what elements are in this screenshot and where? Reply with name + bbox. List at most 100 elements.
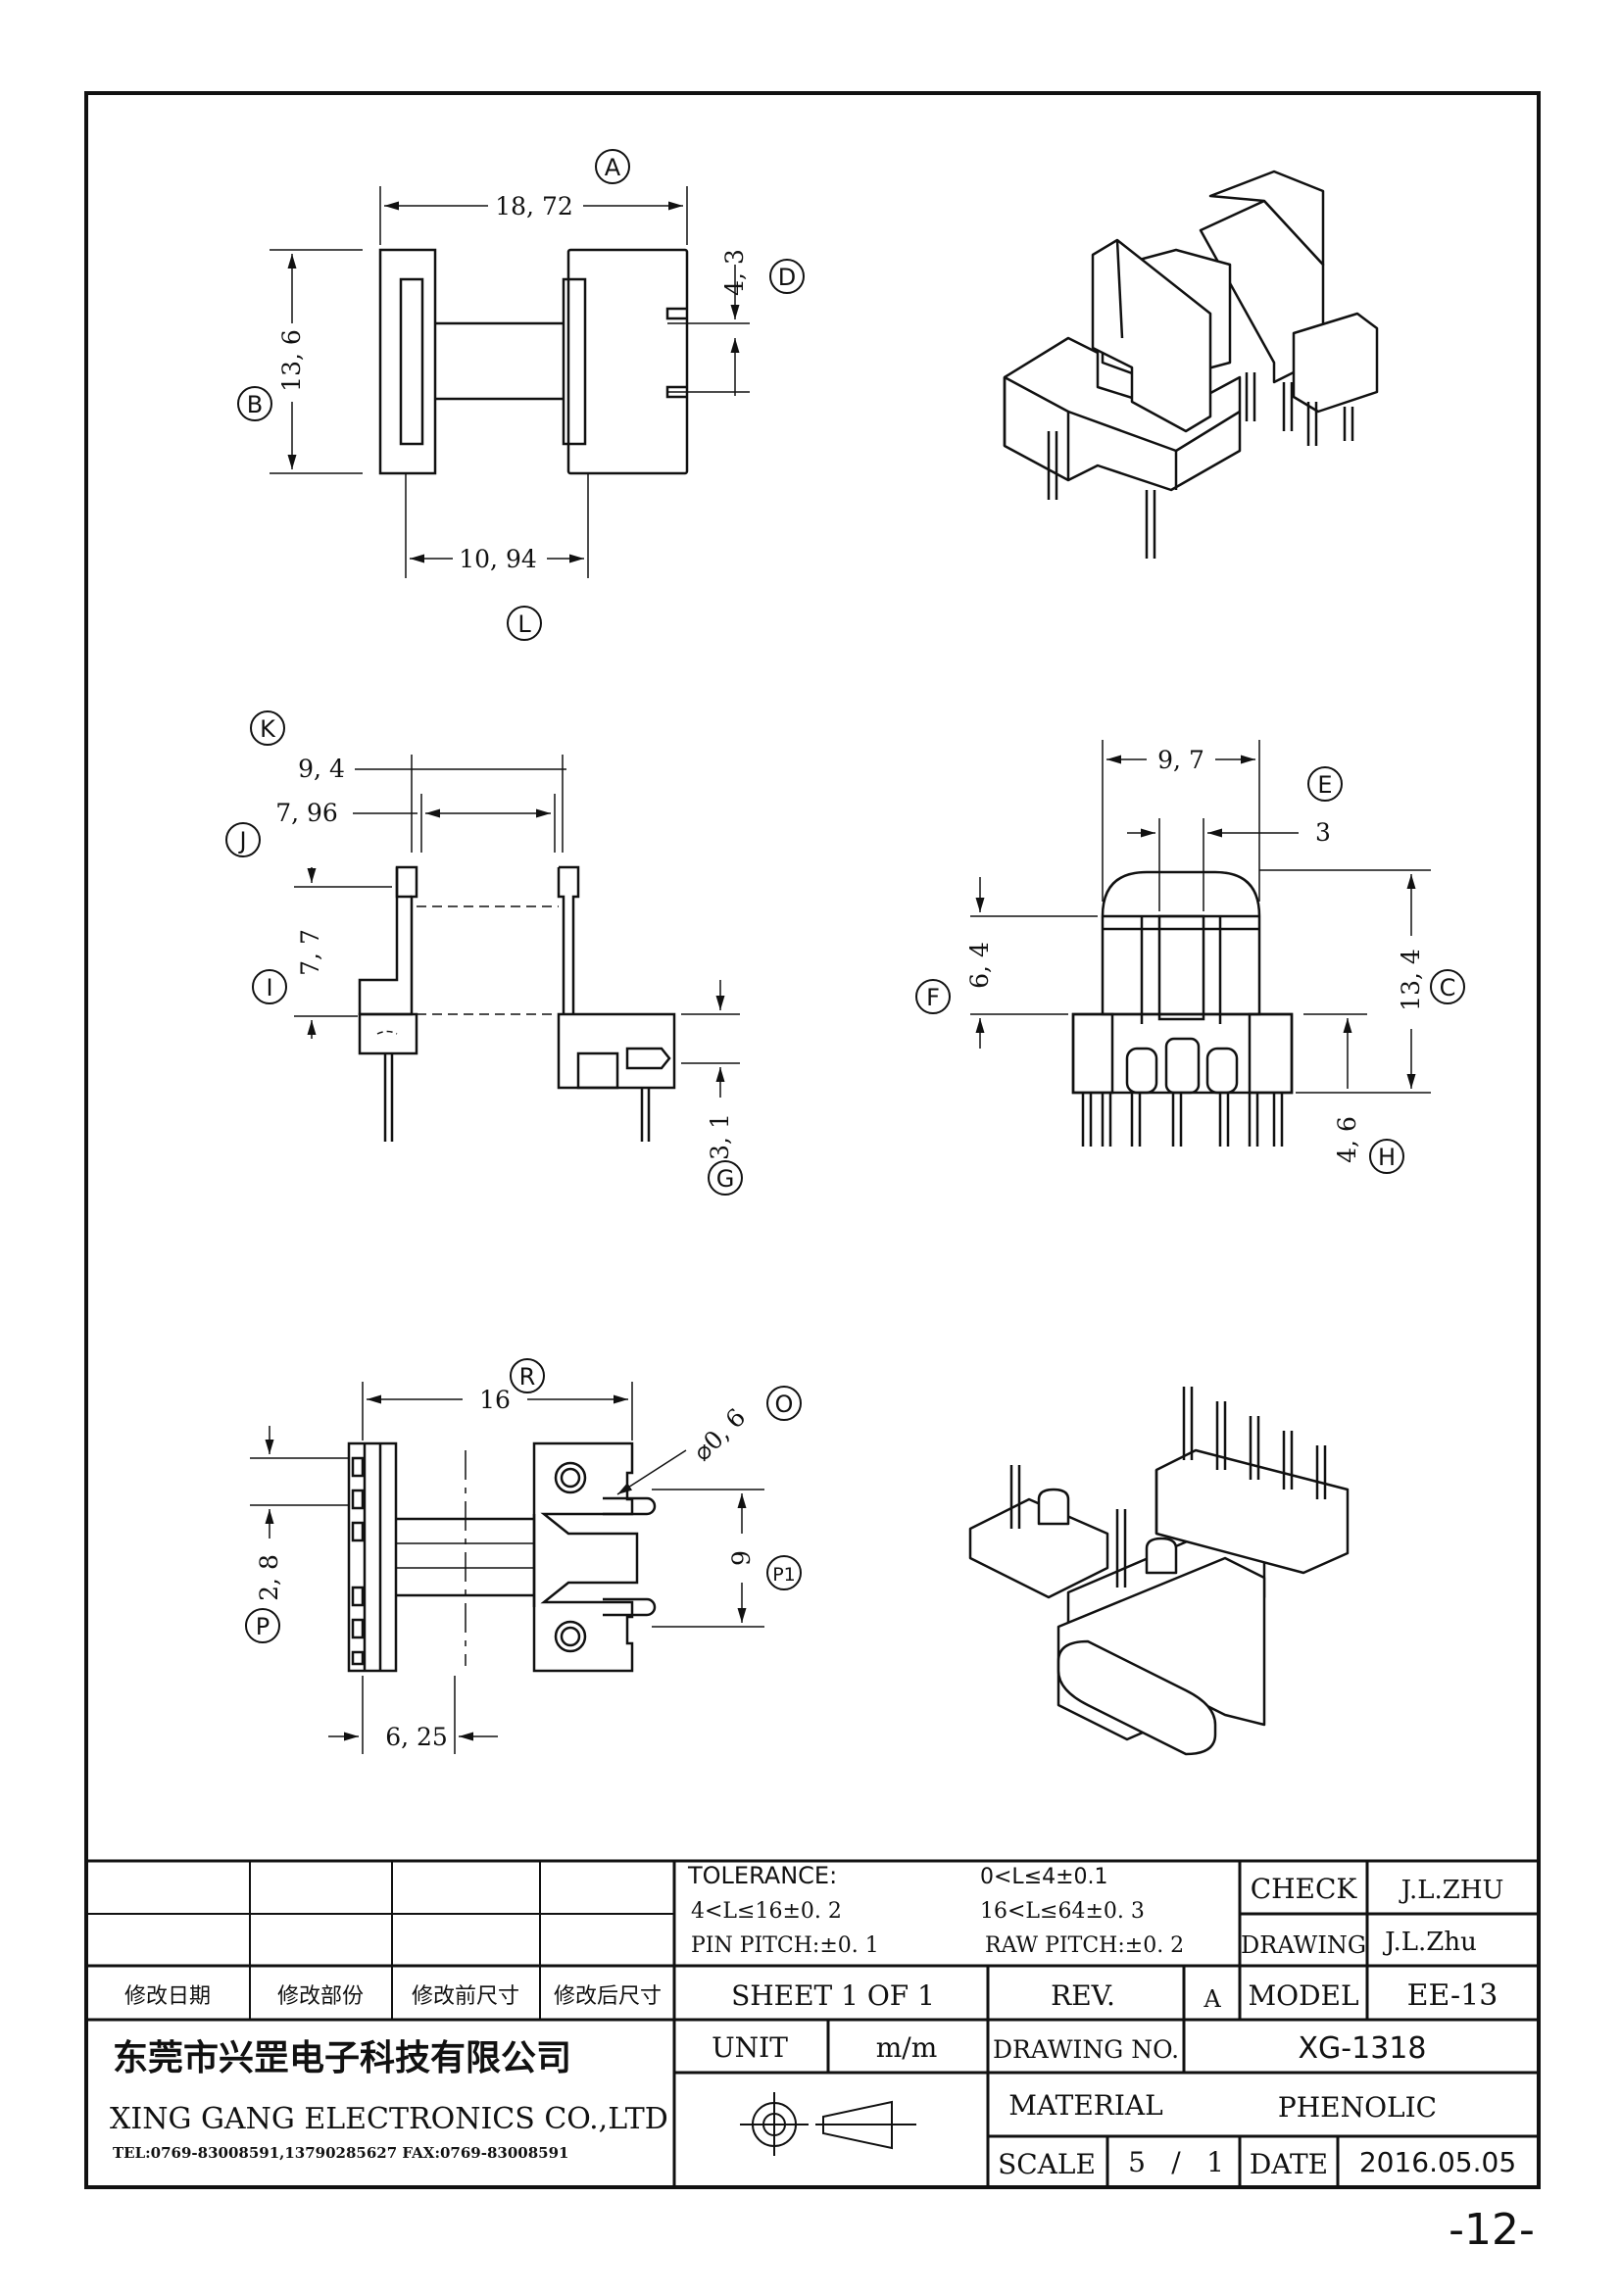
material-value: PHENOLIC [1278, 2091, 1437, 2124]
label-f: F [926, 984, 940, 1011]
unit-value: m/m [876, 2031, 938, 2064]
rev-header-before: 修改前尺寸 [412, 1984, 519, 2009]
label-a-circle: A [595, 149, 630, 184]
company-name-en: XING GANG ELECTRONICS CO.,LTD [110, 2102, 668, 2136]
date-label: DATE [1250, 2148, 1328, 2180]
dim-g-value: 3, 1 [706, 1113, 734, 1160]
label-k-circle: K [250, 710, 285, 746]
drawing-label: DRAWING [1241, 1931, 1366, 1959]
rev-label: REV. [1051, 1979, 1115, 2012]
label-k: K [260, 715, 276, 743]
label-b: B [247, 391, 263, 418]
label-o-circle: O [766, 1386, 802, 1421]
projection-symbol-icon [740, 2092, 916, 2156]
rev-header-date: 修改日期 [124, 1984, 211, 2009]
label-e-circle: E [1307, 766, 1343, 802]
model-label: MODEL [1248, 1979, 1358, 2012]
bottom-view-dims [250, 1382, 764, 1754]
rev-header-after: 修改后尺寸 [554, 1984, 662, 2009]
dim-k-value: 9, 4 [298, 755, 345, 783]
company-name-cn: 东莞市兴罡电子科技有限公司 [113, 2038, 571, 2078]
company-contact: TEL:0769-83008591,13790285627 FAX:0769-8… [113, 2144, 568, 2162]
check-value: J.L.ZHU [1399, 1876, 1504, 1905]
rev-value: A [1203, 1985, 1221, 2013]
front-view-dims [970, 740, 1431, 1094]
tolerance-3: 16<L≤64±0. 3 [980, 1899, 1145, 1924]
tolerance-4: PIN PITCH:±0. 1 [691, 1933, 879, 1958]
dim-a-value: 18, 72 [495, 192, 573, 220]
label-i: I [266, 974, 272, 1001]
dim-i-value: 7, 7 [296, 929, 324, 976]
dim-w-value: 6, 25 [385, 1723, 448, 1751]
scale-separator: / [1171, 2146, 1181, 2178]
tolerance-5: RAW PITCH:±0. 2 [985, 1933, 1184, 1958]
label-d-circle: D [769, 259, 805, 294]
dim-d-value: 4, 3 [720, 249, 749, 296]
label-f-circle: F [915, 979, 951, 1014]
tolerance-1: 0<L≤4±0.1 [980, 1865, 1108, 1889]
dim-p1-value: 9 [727, 1550, 756, 1566]
front-view [1071, 870, 1294, 1147]
dim-j-value: 7, 96 [275, 799, 338, 827]
label-r: R [519, 1363, 536, 1391]
label-d: D [778, 264, 796, 291]
tolerance-label: TOLERANCE: [687, 1862, 837, 1889]
label-c-circle: C [1430, 969, 1465, 1004]
drawing-no-label: DRAWING NO. [993, 2035, 1179, 2064]
label-p1-circle: P1 [766, 1555, 802, 1590]
label-g: G [716, 1165, 735, 1193]
top-view-dims [270, 186, 740, 578]
label-g-circle: G [708, 1160, 743, 1196]
sheet-border [84, 91, 1541, 2189]
label-p: P [256, 1613, 270, 1640]
label-p-circle: P [245, 1608, 280, 1643]
dim-l-value: 10, 94 [459, 545, 537, 573]
label-l: L [517, 611, 531, 638]
isometric-view-top [1003, 170, 1379, 559]
date-value: 2016.05.05 [1359, 2146, 1516, 2178]
dim-p-value: 2, 8 [255, 1554, 283, 1601]
label-e: E [1317, 771, 1332, 799]
drawing-no-value: XG-1318 [1299, 2031, 1427, 2066]
label-l-circle: L [507, 606, 542, 641]
dim-e-value: 9, 7 [1157, 746, 1204, 774]
scale-label: SCALE [998, 2148, 1096, 2180]
top-view [378, 248, 750, 475]
tolerance-2: 4<L≤16±0. 2 [691, 1899, 842, 1924]
label-i-circle: I [252, 969, 287, 1004]
drawing-value: J.L.Zhu [1382, 1928, 1477, 1957]
dim-b-value: 13, 6 [277, 329, 306, 392]
label-c: C [1440, 974, 1456, 1001]
unit-label: UNIT [712, 2031, 788, 2064]
scale-denominator: 1 [1206, 2146, 1224, 2178]
label-r-circle: R [510, 1358, 545, 1393]
label-h: H [1378, 1144, 1396, 1171]
sheet-text: SHEET 1 OF 1 [731, 1979, 935, 2012]
scale-numerator: 5 [1128, 2146, 1146, 2178]
label-o: O [775, 1391, 794, 1418]
isometric-view-bottom [968, 1387, 1350, 1756]
dim-f-value: 6, 4 [965, 942, 994, 989]
dim-r-value: 16 [479, 1386, 511, 1414]
side-view [358, 865, 676, 1142]
label-b-circle: B [237, 386, 272, 421]
page-number: -12- [1449, 2205, 1535, 2255]
rev-header-part: 修改部份 [277, 1984, 364, 2009]
dim-e2-value: 3 [1315, 818, 1331, 847]
dim-h-value: 4, 6 [1333, 1116, 1361, 1163]
dim-c-value: 13, 4 [1397, 949, 1425, 1011]
label-p1: P1 [772, 1564, 796, 1586]
check-label: CHECK [1251, 1873, 1358, 1905]
label-j: J [237, 827, 246, 855]
title-block [86, 1859, 1539, 2187]
bottom-view [347, 1441, 657, 1673]
dim-o-value: ⌀0, 6 [688, 1403, 752, 1467]
label-j-circle: J [225, 822, 261, 857]
label-h-circle: H [1369, 1139, 1404, 1174]
model-value: EE-13 [1407, 1978, 1498, 2013]
label-a: A [605, 154, 621, 181]
side-view-dims [294, 755, 740, 1098]
material-label: MATERIAL [1008, 2089, 1162, 2122]
